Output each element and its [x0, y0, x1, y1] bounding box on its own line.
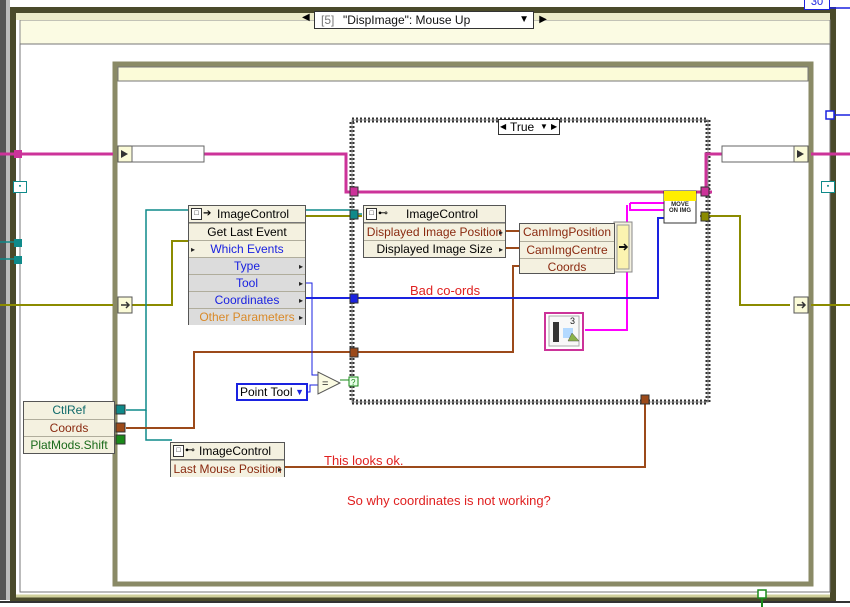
annotation-question: So why coordinates is not working?	[347, 493, 551, 508]
event-selector-index: [5]	[321, 13, 335, 27]
annotation-looks-ok: This looks ok.	[324, 453, 404, 468]
event-selector-prev[interactable]: ◀	[302, 12, 310, 23]
cluster-output-labels: CamImgPosition CamImgCentre Coords	[519, 223, 615, 274]
write-arrow-icon: ⊷	[378, 208, 388, 219]
event-data-label: CtlRef	[52, 403, 86, 417]
shift-registers	[117, 145, 809, 314]
property-label: Type	[233, 259, 260, 273]
annotation-bad-coords: Bad co-ords	[410, 283, 481, 298]
output-arrow-icon: ▸	[298, 262, 303, 271]
right-edge-terminal-icon: ▪	[821, 181, 835, 193]
property-label: Get Last Event	[207, 225, 287, 239]
property-label: Coordinates	[214, 293, 280, 307]
cluster-item-camimgposition[interactable]: CamImgPosition	[520, 224, 614, 241]
chevron-down-icon[interactable]: ▼	[295, 387, 304, 397]
property-row-which-events[interactable]: ▸ Which Events	[189, 240, 305, 257]
imagecontrol-property-node-display[interactable]: □ ⊷ ImageControl Displayed Image Positio…	[363, 205, 506, 258]
numeric-constant-30: 30	[804, 0, 830, 10]
event-data-node[interactable]: CtlRef Coords PlatMods.Shift	[23, 401, 115, 454]
property-row-coordinates[interactable]: Coordinates ▸	[189, 291, 305, 308]
arrow-icon: ➔	[203, 208, 212, 219]
cluster-label: CamImgCentre	[526, 243, 608, 257]
property-row-other-parameters[interactable]: Other Parameters ▸	[189, 308, 305, 325]
property-node-header: □ ⊷ ImageControl	[171, 443, 284, 460]
output-arrow-icon: ▸	[498, 245, 503, 254]
property-node-header: □ ⊷ ImageControl	[364, 206, 505, 223]
output-arrow-icon: ▸	[298, 279, 303, 288]
event-data-platmods-shift[interactable]: PlatMods.Shift	[24, 436, 114, 453]
event-selector-label: "DispImage": Mouse Up	[343, 13, 471, 27]
property-node-title: ImageControl	[406, 207, 479, 221]
event-data-coords[interactable]: Coords	[24, 419, 114, 436]
icon-number: 3	[570, 316, 576, 326]
chevron-down-icon[interactable]: ▼	[540, 122, 548, 131]
property-row-displayed-image-position[interactable]: Displayed Image Position ▸	[364, 223, 505, 240]
point-tool-enum-constant[interactable]: Point Tool ▼	[236, 383, 308, 401]
property-row-get-last-event[interactable]: Get Last Event	[189, 223, 305, 240]
subvi-label[interactable]: MOVE ON IMG	[669, 202, 691, 214]
property-label: Displayed Image Position	[366, 225, 503, 239]
property-label: Other Parameters	[199, 310, 295, 324]
event-data-ctlref[interactable]: CtlRef	[24, 402, 114, 419]
property-node-title: ImageControl	[199, 444, 272, 458]
enum-value: Point Tool	[240, 385, 293, 399]
property-row-displayed-image-size[interactable]: Displayed Image Size ▸	[364, 240, 505, 257]
event-data-label: PlatMods.Shift	[30, 438, 108, 452]
case-selector-next[interactable]: ▶	[551, 122, 558, 131]
output-arrow-icon: ▸	[277, 465, 282, 474]
output-arrow-icon: ▸	[298, 313, 303, 322]
property-node-header: □ ➔ ImageControl	[189, 206, 305, 223]
loop-icon-node	[544, 312, 584, 351]
cluster-item-coords[interactable]: Coords	[520, 258, 614, 275]
unbundle-node	[613, 221, 633, 273]
event-data-label: Coords	[49, 421, 89, 435]
chevron-down-icon[interactable]: ▼	[519, 14, 529, 25]
write-arrow-icon: ⊷	[185, 445, 195, 456]
event-selector-next[interactable]: ▶	[539, 14, 547, 25]
property-row-type[interactable]: Type ▸	[189, 257, 305, 274]
input-arrow-icon: ▸	[191, 245, 196, 254]
output-arrow-icon: ▸	[298, 296, 303, 305]
svg-text:=: =	[322, 378, 328, 390]
svg-text:?: ?	[351, 378, 356, 387]
reference-icon: □	[191, 208, 202, 220]
property-label: Which Events	[210, 242, 284, 256]
imagecontrol-property-node-mouse[interactable]: □ ⊷ ImageControl Last Mouse Position ▸	[170, 442, 285, 477]
property-label: Displayed Image Size	[376, 242, 493, 256]
imagecontrol-property-node-events[interactable]: □ ➔ ImageControl Get Last Event ▸ Which …	[188, 205, 306, 325]
property-label: Tool	[235, 276, 258, 290]
property-node-title: ImageControl	[217, 207, 290, 221]
reference-icon: □	[366, 208, 377, 220]
case-selector[interactable]: ◀ True ▼ ▶	[498, 119, 560, 135]
property-row-last-mouse-position[interactable]: Last Mouse Position ▸	[171, 460, 284, 477]
left-edge-terminal-icon: ▪	[13, 181, 27, 193]
property-label: Last Mouse Position	[173, 462, 282, 476]
cluster-label: Coords	[547, 260, 587, 274]
property-row-tool[interactable]: Tool ▸	[189, 274, 305, 291]
cluster-label: CamImgPosition	[522, 225, 612, 239]
output-arrow-icon: ▸	[498, 228, 503, 237]
case-selector-value: True	[510, 120, 535, 134]
reference-icon: □	[173, 445, 184, 457]
equals-comparator: = ?	[317, 371, 359, 395]
case-selector-prev[interactable]: ◀	[500, 122, 507, 131]
subvi-move-on-img	[663, 190, 697, 224]
event-selector[interactable]: ◀ [5] "DispImage": Mouse Up ▼ ▶	[302, 11, 547, 29]
cluster-item-camimgcentre[interactable]: CamImgCentre	[520, 241, 614, 258]
